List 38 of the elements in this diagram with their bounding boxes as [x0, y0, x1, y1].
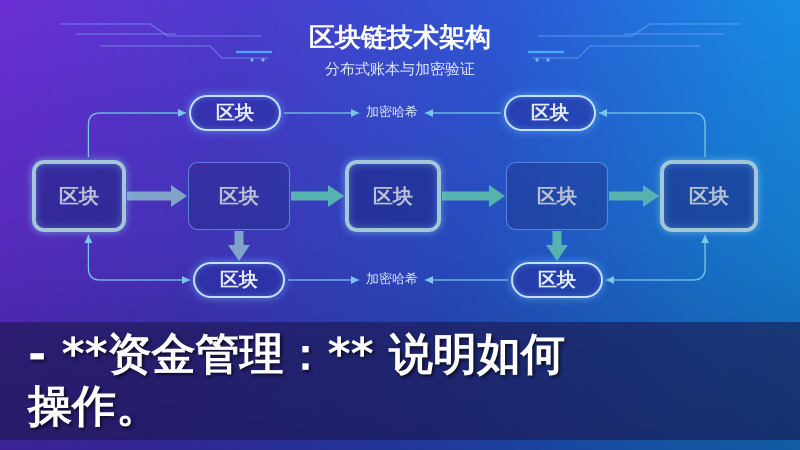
block-box	[506, 162, 608, 230]
double-arrow	[84, 235, 190, 284]
block-box	[188, 162, 290, 230]
arrow	[442, 185, 505, 207]
arrow	[228, 231, 250, 261]
pill-box	[511, 262, 603, 298]
hash-label: 加密哈希	[362, 271, 422, 289]
arrow	[127, 185, 187, 207]
block-label: 区块	[689, 182, 729, 210]
overlay-text: - **资金管理：** 说明如何	[28, 330, 565, 380]
arrow	[546, 231, 568, 261]
arrow	[284, 109, 359, 117]
block-label: 区块	[59, 182, 99, 210]
arrow	[609, 185, 659, 207]
block-label: 区块	[537, 182, 577, 210]
block-label: 区块	[219, 182, 259, 210]
arrow	[425, 276, 508, 284]
arrow	[291, 185, 344, 207]
overlay-text: 操作。	[28, 382, 160, 432]
double-arrow	[606, 235, 710, 284]
subtitle: 分布式账本与加密验证	[325, 60, 475, 79]
block-box	[660, 160, 758, 232]
arrow	[425, 109, 501, 117]
title: 区块链技术架构	[309, 22, 491, 55]
arrow	[88, 109, 186, 157]
pill-box	[193, 262, 285, 298]
block-box	[32, 160, 126, 232]
block-label: 区块	[538, 268, 576, 293]
block-label: 区块	[216, 101, 254, 126]
hash-label: 加密哈希	[362, 104, 422, 122]
arrow	[599, 109, 706, 157]
block-box	[345, 160, 441, 232]
block-label: 区块	[220, 268, 258, 293]
pill-box	[504, 95, 596, 131]
block-label: 区块	[373, 182, 413, 210]
block-label: 区块	[531, 101, 569, 126]
pill-box	[189, 95, 281, 131]
arrow	[288, 276, 359, 284]
